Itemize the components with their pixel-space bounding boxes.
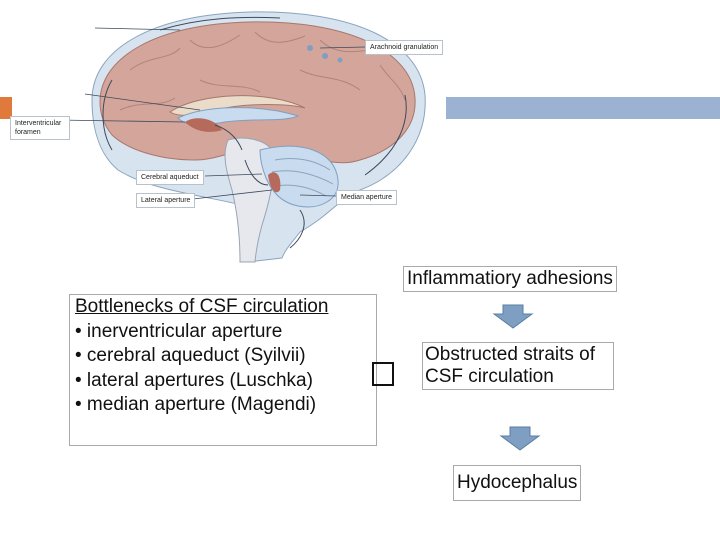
bottleneck-item-aqueduct: • cerebral aqueduct (Syilvii) <box>75 345 306 366</box>
label-arachnoid-granulation: Arachnoid granulation <box>365 40 444 55</box>
bottleneck-item-median: • median aperture (Magendi) <box>75 394 317 415</box>
csf-flow-arrows <box>102 16 407 249</box>
label-leader-lines <box>57 27 366 200</box>
choroid-plexus <box>185 118 222 132</box>
down-arrow-2 <box>499 426 541 451</box>
obstructed-straits-box: Obstructed straits of CSF circulation <box>422 342 614 390</box>
hydrocephalus-box: Hydocephalus <box>453 465 582 501</box>
bottlenecks-title: Bottlenecks of CSF circulation <box>75 296 329 317</box>
bottlenecks-box: Bottlenecks of CSF circulation • inerven… <box>69 294 377 446</box>
label-median-aperture: Median aperture <box>336 190 397 205</box>
arachnoid-granulations <box>307 45 343 63</box>
bottleneck-item-interventricular: • inerventricular aperture <box>75 320 283 342</box>
bottleneck-item-lateral: • lateral apertures (Luschka) <box>75 369 313 391</box>
gyri-lines <box>119 31 406 111</box>
label-cerebral-aqueduct: Cerebral aqueduct <box>136 170 204 185</box>
label-interventricular-foramen: Interventricular foramen <box>10 116 70 140</box>
orange-accent-tab <box>0 97 12 119</box>
missing-glyph-box <box>372 362 394 386</box>
cerebrum <box>99 21 416 164</box>
fourth-ventricle <box>268 172 281 193</box>
down-arrow-1 <box>492 304 534 329</box>
label-lateral-aperture: Lateral aperture <box>136 193 196 208</box>
cerebellum-folia <box>271 157 334 197</box>
header-accent-bar <box>446 97 720 119</box>
inflammatory-adhesions-box: Inflammatiory adhesions <box>403 266 617 292</box>
